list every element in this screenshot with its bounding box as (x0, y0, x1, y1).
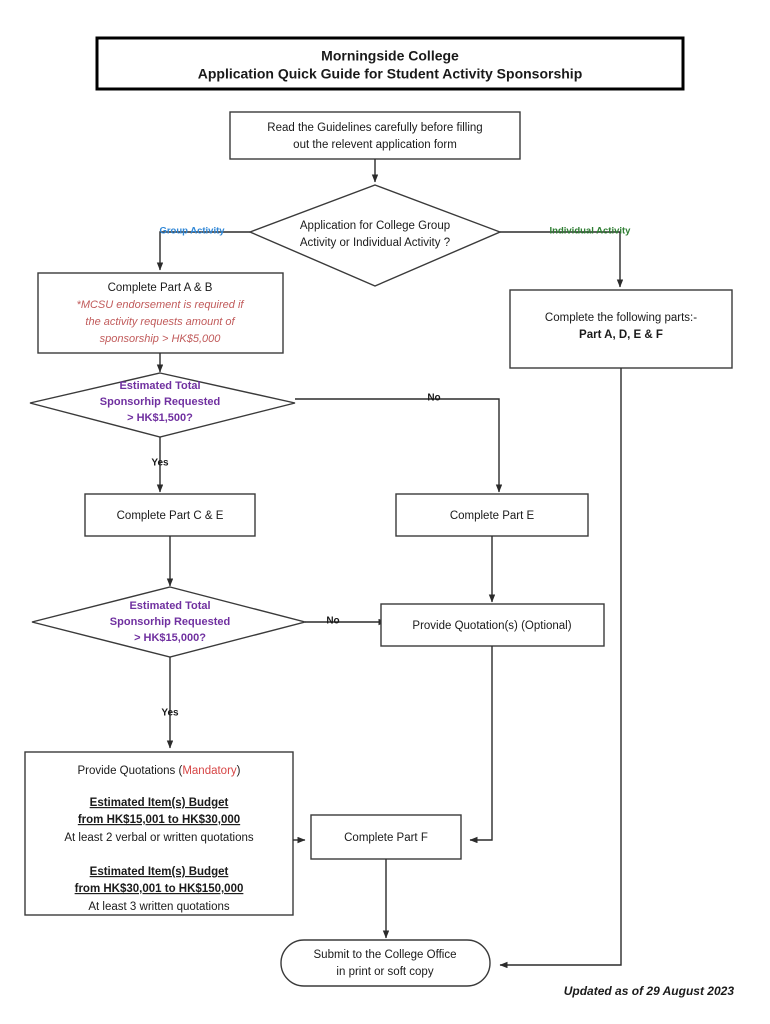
connector-adef-to-submit (499, 368, 622, 969)
quotation-optional-line-1: Provide Quotation(s) (Optional) (412, 620, 571, 632)
decision-1500-line-3: > HK$1,500? (127, 412, 193, 424)
node-complete-part-ce[interactable]: Complete Part C & E (84, 493, 256, 537)
submit-terminator-shape (280, 939, 491, 987)
submit-line-2: in print or soft copy (336, 966, 433, 978)
quotations-mandatory-box (24, 751, 294, 916)
mandatory-block1-title-2: from HK$15,001 to HK$30,000 (78, 814, 240, 826)
node-activity-decision[interactable]: Application for College Group Activity o… (248, 184, 502, 287)
label-yes-2: Yes (161, 708, 179, 719)
decision-1500-line-1: Estimated Total (119, 380, 200, 392)
complete-f-line-1: Complete Part F (344, 832, 428, 844)
node-complete-part-e[interactable]: Complete Part E (395, 493, 589, 537)
submit-line-1: Submit to the College Office (314, 949, 457, 961)
complete-ab-box (37, 272, 284, 354)
node-decision-1500[interactable]: Estimated Total Sponsorhip Requested > H… (29, 372, 296, 438)
decision-1500-line-2: Sponsorhip Requested (100, 396, 220, 408)
connector-decision-1500-no (295, 398, 503, 493)
node-quotation-optional[interactable]: Provide Quotation(s) (Optional) (380, 603, 605, 647)
activity-decision-line-2: Activity or Individual Activity ? (300, 237, 450, 249)
mandatory-block2-text: At least 3 written quotations (88, 901, 230, 913)
label-yes-1: Yes (151, 458, 169, 469)
connector-optional-to-part-f (469, 646, 493, 844)
complete-ab-note-3: sponsorship > HK$5,000 (100, 333, 222, 345)
read-guidelines-line-1: Read the Guidelines carefully before fil… (267, 122, 482, 134)
complete-e-line-1: Complete Part E (450, 510, 535, 522)
title-line-2: Application Quick Guide for Student Acti… (198, 66, 583, 82)
title-header: Morningside College Application Quick Gu… (95, 36, 685, 91)
complete-ab-note-1: *MCSU endorsement is required if (77, 299, 245, 311)
label-individual-activity: Individual Activity (550, 226, 632, 237)
decision-15000-line-1: Estimated Total (129, 600, 210, 612)
label-no-1: No (427, 393, 440, 404)
complete-ab-note-2: the activity requests amount of (85, 316, 235, 328)
node-decision-15000[interactable]: Estimated Total Sponsorhip Requested > H… (31, 586, 308, 658)
read-guidelines-line-2: out the relevent application form (293, 139, 457, 151)
mandatory-block2-title-1: Estimated Item(s) Budget (90, 866, 229, 878)
mandatory-block2-title-2: from HK$30,001 to HK$150,000 (75, 883, 244, 895)
node-complete-part-adef[interactable]: Complete the following parts:- Part A, D… (509, 289, 733, 369)
complete-e-box (395, 493, 589, 537)
complete-f-box (310, 814, 462, 860)
node-quotations-mandatory[interactable]: Provide Quotations (Mandatory) Estimated… (24, 751, 294, 916)
node-complete-part-f[interactable]: Complete Part F (310, 814, 462, 860)
node-complete-part-ab[interactable]: Complete Part A & B *MCSU endorsement is… (37, 272, 284, 354)
mandatory-block1-text: At least 2 verbal or written quotations (64, 832, 253, 844)
title-box-outline (95, 36, 685, 91)
label-no-2: No (326, 616, 339, 627)
quotation-optional-box (380, 603, 605, 647)
quotations-mandatory-heading: Provide Quotations (Mandatory) (77, 765, 240, 777)
label-group-activity: Group Activity (159, 226, 225, 237)
node-submit[interactable]: Submit to the College Office in print or… (280, 939, 491, 987)
footer-updated-date: Updated as of 29 August 2023 (564, 984, 735, 998)
complete-ce-box (84, 493, 256, 537)
node-read-guidelines[interactable]: Read the Guidelines carefully before fil… (229, 111, 521, 160)
decision-15000-line-2: Sponsorhip Requested (110, 616, 230, 628)
complete-ce-line-1: Complete Part C & E (117, 510, 224, 522)
complete-ab-line-1: Complete Part A & B (108, 282, 213, 294)
complete-adef-line-1: Complete the following parts:- (545, 312, 697, 324)
title-line-1: Morningside College (321, 48, 459, 64)
decision-15000-line-3: > HK$15,000? (134, 632, 206, 644)
complete-adef-line-2: Part A, D, E & F (579, 329, 663, 341)
read-guidelines-box (229, 111, 521, 160)
connector-group-activity (156, 231, 250, 271)
mandatory-block1-title-1: Estimated Item(s) Budget (90, 797, 229, 809)
activity-decision-line-1: Application for College Group (300, 220, 450, 232)
connector-individual-activity (500, 231, 624, 288)
activity-decision-diamond (248, 184, 502, 287)
